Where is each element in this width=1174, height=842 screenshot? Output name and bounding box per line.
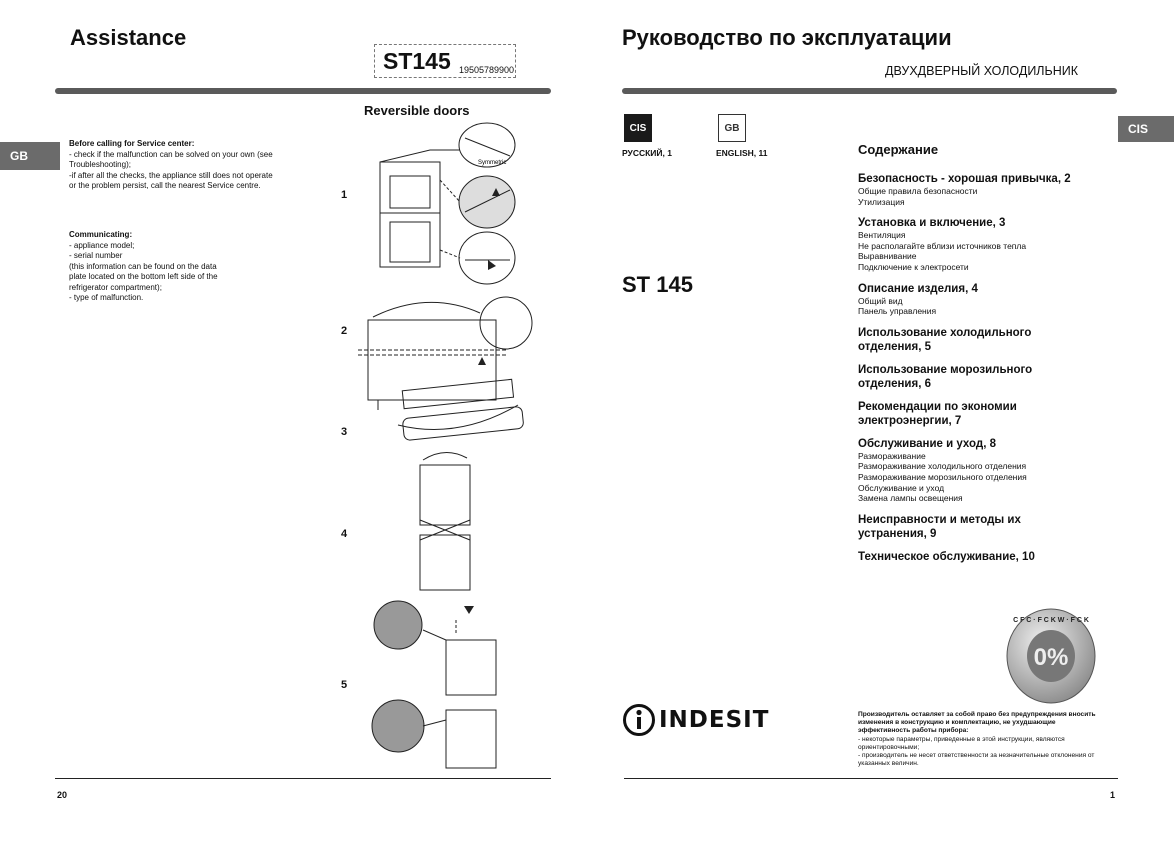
- toc-item: Панель управления: [858, 306, 937, 317]
- left-header-rule: [55, 88, 551, 94]
- svg-text:0%: 0%: [1034, 644, 1069, 671]
- comm-line: plate located on the bottom left side of…: [69, 272, 218, 281]
- toc-heading[interactable]: Обслуживание и уход, 8: [858, 437, 996, 450]
- toc-heading[interactable]: Установка и включение, 3: [858, 217, 1006, 230]
- table-of-contents: Безопасность - хорошая привычка, 2 Общие…: [858, 172, 1088, 564]
- comm-line: - type of malfunction.: [69, 293, 144, 302]
- toc-section: Рекомендации по экономии электроэнергии,…: [858, 400, 1088, 428]
- toc-item: Не располагайте вблизи источников тепла: [858, 240, 1027, 251]
- step4-door-illustration: [419, 452, 471, 591]
- toc-item: Вентиляция: [858, 230, 906, 241]
- toc-heading[interactable]: Рекомендации по экономии электроэнергии,…: [858, 400, 1017, 427]
- toc-item: Размораживание морозильного отделения: [858, 471, 1027, 482]
- service-block: Before calling for Service center: - che…: [69, 139, 329, 192]
- right-model-name: ST 145: [622, 272, 693, 297]
- left-page-number: 20: [57, 790, 68, 800]
- toc-section: Безопасность - хорошая привычка, 2 Общие…: [858, 172, 1088, 207]
- right-page-number: 1: [1110, 790, 1116, 800]
- indesit-logo-icon: [623, 704, 655, 736]
- right-footer-rule: [624, 778, 1118, 779]
- service-heading: Before calling for Service center:: [69, 139, 195, 148]
- toc-item: Подключение к электросети: [858, 261, 969, 272]
- step-number: 5: [341, 679, 348, 691]
- section-title: Reversible doors: [364, 103, 470, 118]
- disclaimer-line: - производитель не несет ответственности…: [858, 752, 1095, 768]
- step-number: 2: [341, 325, 348, 337]
- toc-section: Техническое обслуживание, 10: [858, 550, 1088, 564]
- toc-item: Общие правила безопасности: [858, 186, 978, 196]
- comm-line: refrigerator compartment);: [69, 282, 162, 292]
- toc-section: Описание изделия, 4 Общий вид Панель упр…: [858, 282, 1088, 317]
- disclaimer-heading: Производитель оставляет за собой право б…: [858, 711, 1096, 735]
- lang-label-gb[interactable]: ENGLISH, 11: [716, 148, 768, 158]
- toc-section: Обслуживание и уход, 8 Размораживание Ра…: [858, 437, 1088, 504]
- left-page-title: Assistance: [70, 25, 187, 50]
- cfc-free-seal-icon: 0% C F C · F C K W · F C K: [1006, 608, 1096, 704]
- toc-heading[interactable]: Описание изделия, 4: [858, 282, 978, 295]
- toc-section: Использование морозильного отделения, 6: [858, 363, 1088, 391]
- disclaimer-block: Производитель оставляет за собой право б…: [858, 711, 1106, 768]
- right-page-subtitle: ДВУХДВЕРНЫЙ ХОЛОДИЛЬНИК: [885, 64, 1078, 78]
- service-line: or the problem persist, call the nearest…: [69, 181, 261, 190]
- toc-title: Содержание: [858, 142, 939, 157]
- cis-language-tab[interactable]: CIS: [1118, 116, 1174, 142]
- gb-language-tab[interactable]: GB: [0, 142, 60, 170]
- comm-line: - serial number: [69, 251, 123, 260]
- toc-item: Общий вид: [858, 295, 903, 306]
- comm-heading: Communicating:: [69, 230, 133, 239]
- toc-section: Использование холодильного отделения, 5: [858, 326, 1088, 354]
- toc-heading[interactable]: Безопасность - хорошая привычка, 2: [858, 173, 1071, 185]
- seal-text: C F C · F C K W · F C K: [1013, 617, 1089, 624]
- right-page-title: Руководство по эксплуатации: [622, 25, 952, 50]
- step-number: 1: [341, 189, 348, 201]
- toc-heading[interactable]: Использование холодильного отделения, 5: [858, 326, 1032, 353]
- step1-door-illustration: Symmetric: [379, 122, 516, 285]
- indesit-logo: INDESIT: [622, 703, 769, 737]
- toc-heading[interactable]: Неисправности и методы их устранения, 9: [858, 513, 1021, 540]
- toc-item: Обслуживание и уход: [858, 482, 945, 493]
- comm-line: - appliance model;: [69, 240, 135, 250]
- right-header-rule: [622, 88, 1117, 94]
- step2-3-door-illustration: [358, 296, 533, 441]
- step-number: 4: [341, 528, 348, 540]
- toc-item: Размораживание холодильного отделения: [858, 461, 1027, 472]
- toc-heading[interactable]: Техническое обслуживание, 10: [858, 550, 1035, 563]
- toc-item: Утилизация: [858, 196, 905, 207]
- brand-name: INDESIT: [659, 707, 770, 733]
- symmetric-label: Symmetric: [478, 160, 506, 166]
- communicating-block: Communicating: - appliance model; - seri…: [69, 230, 329, 304]
- lang-box-gb[interactable]: GB: [718, 114, 746, 142]
- model-label-box: ST145 19505789900: [374, 44, 516, 78]
- service-line: - check if the malfunction can be solved…: [69, 149, 273, 159]
- lang-label-cis[interactable]: РУССКИЙ, 1: [622, 148, 672, 158]
- lang-box-cis[interactable]: CIS: [624, 114, 652, 142]
- step5-door-illustration: [371, 600, 497, 769]
- toc-section: Установка и включение, 3 Вентиляция Не р…: [858, 216, 1088, 272]
- toc-item: Выравнивание: [858, 251, 917, 262]
- model-code: 19505789900: [459, 65, 515, 75]
- service-line: -if after all the checks, the appliance …: [69, 170, 273, 180]
- toc-item: Размораживание: [858, 450, 926, 461]
- model-name: ST145: [383, 48, 451, 74]
- service-line: Troubleshooting);: [69, 160, 131, 169]
- toc-heading[interactable]: Использование морозильного отделения, 6: [858, 363, 1033, 390]
- toc-item: Замена лампы освещения: [858, 493, 963, 504]
- left-footer-rule: [55, 778, 551, 779]
- step-number: 3: [341, 426, 348, 438]
- disclaimer-line: - некоторые параметры, приведенные в это…: [858, 735, 1065, 751]
- toc-section: Неисправности и методы их устранения, 9: [858, 513, 1088, 541]
- comm-line: (this information can be found on the da…: [69, 261, 217, 271]
